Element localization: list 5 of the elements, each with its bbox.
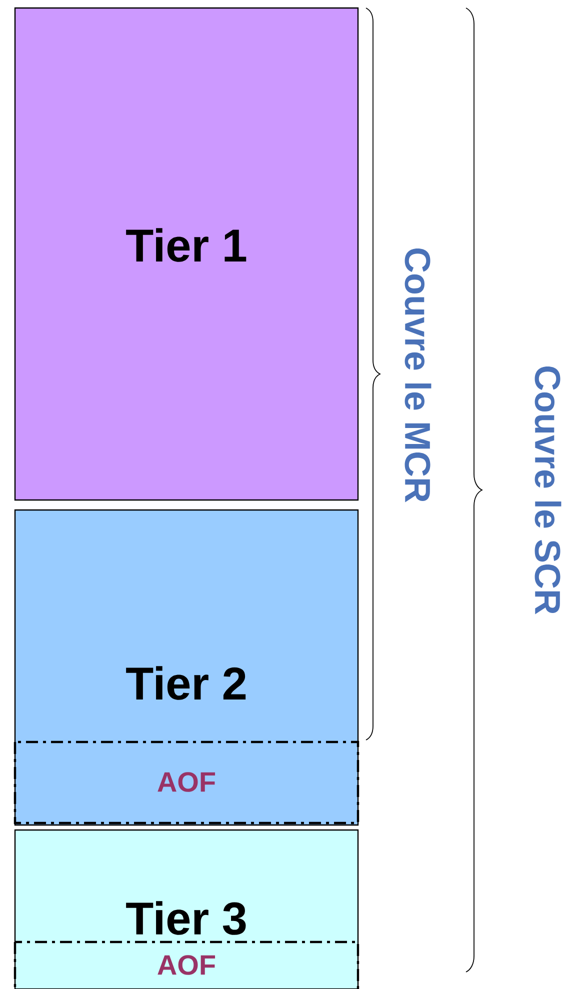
aof-box: AOF <box>14 740 360 824</box>
tier-box: Tier 1 <box>14 7 359 501</box>
side-label: Couvre le MCR <box>404 248 432 502</box>
side-label: Couvre le SCR <box>534 366 562 614</box>
aof-box: AOF <box>14 940 360 989</box>
